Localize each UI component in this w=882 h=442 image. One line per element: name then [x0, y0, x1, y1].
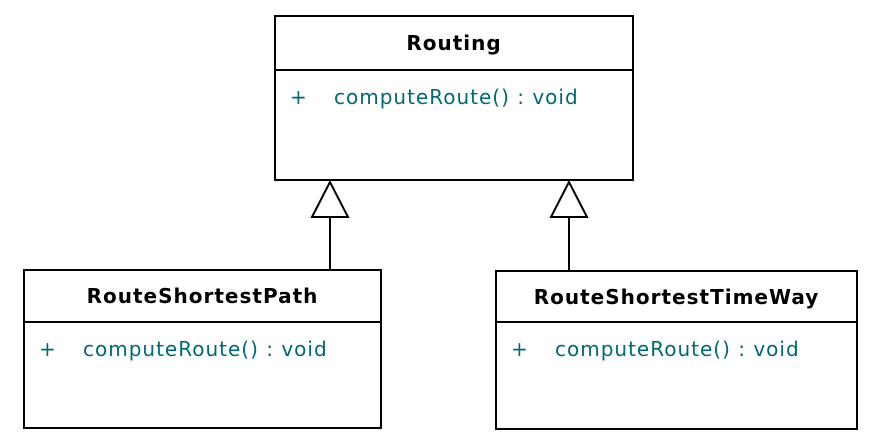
method-signature: computeRoute() : void — [555, 337, 800, 361]
visibility-symbol: + — [39, 337, 57, 361]
method-compartment: + computeRoute() : void — [497, 323, 856, 361]
method-signature: computeRoute() : void — [334, 85, 579, 109]
method-compartment: + computeRoute() : void — [276, 71, 632, 109]
class-box-routing: Routing + computeRoute() : void — [274, 15, 634, 181]
method-row: + computeRoute() : void — [276, 71, 632, 109]
method-row: + computeRoute() : void — [25, 323, 380, 361]
class-box-route-shortest-time-way: RouteShortestTimeWay + computeRoute() : … — [495, 270, 858, 430]
visibility-symbol: + — [511, 337, 529, 361]
method-row: + computeRoute() : void — [497, 323, 856, 361]
class-name: RouteShortestPath — [25, 271, 380, 323]
class-box-route-shortest-path: RouteShortestPath + computeRoute() : voi… — [23, 269, 382, 429]
method-signature: computeRoute() : void — [83, 337, 328, 361]
generalization-arrow-right — [549, 179, 589, 271]
generalization-arrow-left — [310, 179, 350, 270]
class-name: Routing — [276, 17, 632, 71]
method-compartment: + computeRoute() : void — [25, 323, 380, 361]
class-name: RouteShortestTimeWay — [497, 272, 856, 323]
visibility-symbol: + — [290, 85, 308, 109]
